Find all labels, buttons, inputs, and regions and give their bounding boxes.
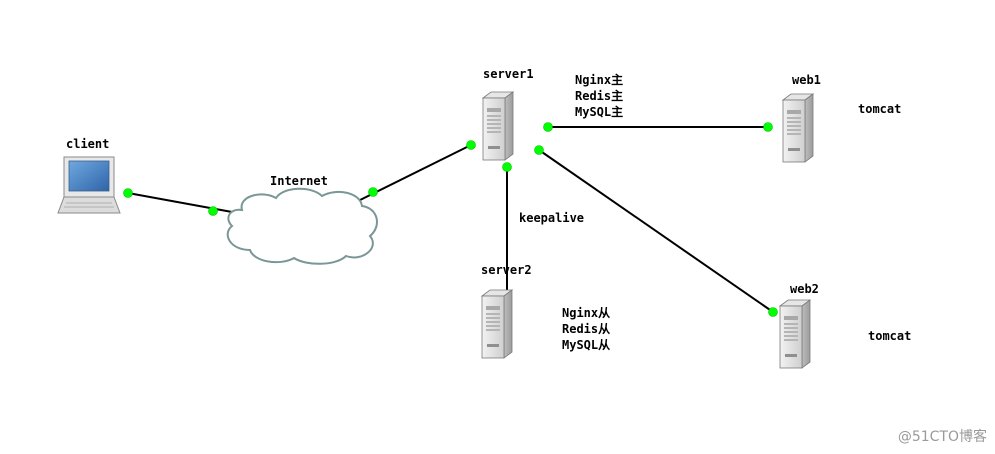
- endpoint: [543, 122, 553, 132]
- endpoint: [763, 122, 773, 132]
- link-server1-web2: [538, 149, 774, 313]
- web1-icon: [782, 93, 814, 163]
- link-endpoints: [123, 122, 778, 317]
- endpoint: [534, 145, 544, 155]
- client-label: client: [66, 137, 110, 151]
- endpoint: [502, 162, 512, 172]
- endpoint: [466, 140, 476, 150]
- role-item: MySQL主: [575, 105, 624, 119]
- keepalive-label: keepalive: [519, 211, 585, 225]
- server2-label: server2: [481, 263, 532, 277]
- links: [127, 126, 774, 313]
- server2-roles: Nginx从 Redis从 MySQL从: [562, 305, 610, 353]
- web2-icon: [779, 299, 811, 369]
- server2-icon: [481, 289, 513, 359]
- role-item: Nginx从: [562, 306, 611, 320]
- watermark: @51CTO博客: [897, 429, 987, 445]
- internet-label: Internet: [270, 174, 328, 188]
- endpoint: [208, 206, 218, 216]
- role-item: Nginx主: [575, 73, 624, 87]
- role-item: Redis从: [562, 322, 611, 336]
- endpoint: [123, 188, 133, 198]
- server1-label: server1: [483, 67, 534, 81]
- web1-label: web1: [792, 73, 821, 87]
- laptop-icon: [57, 156, 121, 214]
- web1-app-label: tomcat: [858, 102, 902, 116]
- role-item: Redis主: [575, 89, 624, 103]
- endpoint: [768, 307, 778, 317]
- cloud-icon: [226, 187, 378, 265]
- web2-app-label: tomcat: [868, 329, 912, 343]
- server1-icon: [482, 91, 514, 161]
- web2-label: web2: [790, 282, 819, 296]
- endpoint: [368, 187, 378, 197]
- server1-roles: Nginx主 Redis主 MySQL主: [575, 72, 623, 120]
- role-item: MySQL从: [562, 338, 611, 352]
- link-client-internet: [127, 192, 244, 215]
